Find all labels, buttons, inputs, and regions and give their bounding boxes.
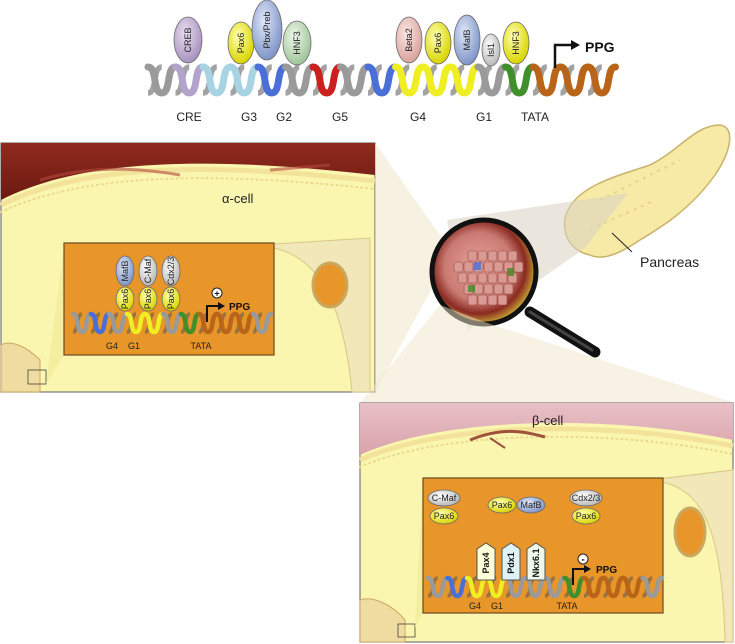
top-protein-creb: CREB — [173, 16, 203, 64]
beta-mafb: MafB — [516, 496, 546, 514]
beta-pair-cmaf-pax6-bottom: Pax6 — [429, 507, 459, 525]
alpha-gene-label: PPG — [229, 302, 250, 313]
beta-tss-arrow — [572, 568, 585, 585]
beta-pair-pax6-mafb: Pax6 MafB — [487, 496, 546, 514]
svg-text:Pdx1: Pdx1 — [506, 552, 516, 574]
svg-text:MafB: MafB — [462, 29, 472, 50]
beta-hex-nkx6-1: Nkx6.1 — [526, 542, 546, 581]
svg-text:Pax6: Pax6 — [434, 511, 455, 521]
top-tss-arrow — [553, 43, 573, 68]
alpha-element-tata: TATA — [191, 341, 212, 351]
svg-text:Isl1: Isl1 — [486, 43, 496, 57]
top-protein-beta2: Beta2 — [395, 16, 423, 64]
top-protein-mafb: MafB — [453, 14, 481, 66]
svg-text:MafB: MafB — [520, 500, 541, 510]
beta-minus-sign: - — [577, 553, 589, 566]
alpha-protein-cdx2-3: Cdx2/3 — [161, 255, 181, 287]
svg-text:+: + — [214, 289, 219, 299]
alpha-protein-c-maf: C-Maf — [138, 255, 158, 287]
alpha-element-g1: G1 — [128, 341, 140, 351]
svg-text:Pax6: Pax6 — [576, 511, 597, 521]
top-protein-isl1: Isl1 — [481, 33, 501, 67]
svg-text:Pax4: Pax4 — [481, 552, 491, 573]
top-protein-hnf3: HNF3 — [282, 20, 312, 66]
svg-text:HNF3: HNF3 — [292, 31, 302, 55]
top-element-cre: CRE — [176, 110, 201, 124]
alpha-cell-title: α-cell — [222, 191, 253, 206]
svg-text:Cdx2/3: Cdx2/3 — [572, 493, 601, 503]
top-protein-pax6: Pax6 — [424, 21, 452, 65]
magnifier-lens — [432, 220, 536, 324]
svg-text:Pax6: Pax6 — [143, 289, 153, 310]
svg-text:-: - — [581, 555, 584, 566]
alpha-element-labels: G4 G1 TATA — [106, 341, 212, 351]
alpha-dna-helix — [70, 311, 274, 335]
svg-text:Pax6: Pax6 — [236, 33, 246, 54]
pancreas-organ — [563, 124, 731, 258]
top-protein-pax6: Pax6 — [227, 21, 255, 65]
beta-pair-cdx-pax6-top: Cdx2/3 — [569, 489, 603, 507]
alpha-tss-arrow — [206, 305, 219, 322]
alpha-protein-pax6-3: Pax6 — [161, 286, 181, 312]
top-gene-label: PPG — [585, 39, 615, 55]
svg-text:Nkx6.1: Nkx6.1 — [531, 548, 541, 577]
svg-text:C-Maf: C-Maf — [143, 258, 153, 283]
beta-zoom-cone — [360, 305, 735, 403]
svg-text:Pax6: Pax6 — [492, 500, 513, 510]
beta-dna-helix — [425, 575, 665, 599]
alpha-protein-pax6-1: Pax6 — [115, 286, 135, 312]
top-element-tata: TATA — [521, 110, 549, 124]
beta-hex-pdx1: Pdx1 — [501, 542, 521, 581]
alpha-element-g4: G4 — [106, 341, 118, 351]
svg-text:Cdx2/3: Cdx2/3 — [166, 257, 176, 286]
svg-text:C-Maf: C-Maf — [432, 493, 457, 503]
svg-text:Beta2: Beta2 — [404, 28, 414, 52]
pancreas-label: Pancreas — [640, 254, 699, 270]
top-protein-hnf3: HNF3 — [502, 21, 530, 65]
svg-text:Pax6: Pax6 — [120, 289, 130, 310]
alpha-protein-mafb: MafB — [115, 255, 135, 287]
top-tss-arrowhead — [571, 40, 580, 50]
svg-text:Pax6: Pax6 — [433, 33, 443, 54]
beta-element-tata: TATA — [557, 601, 578, 611]
top-element-g5: G5 — [332, 110, 348, 124]
svg-text:Pax6: Pax6 — [166, 289, 176, 310]
top-element-labels: CRE G3 G2 G5 G4 G1 TATA — [176, 110, 549, 124]
beta-hex-pax4: Pax4 — [476, 542, 496, 581]
svg-text:HNF3: HNF3 — [511, 31, 521, 55]
top-dna-helix — [144, 63, 619, 97]
beta-pax6-left: Pax6 — [487, 496, 517, 514]
svg-text:CREB: CREB — [183, 27, 193, 52]
svg-text:Pbx/Preb: Pbx/Preb — [262, 11, 272, 48]
alpha-zoom-cone — [375, 143, 452, 392]
beta-cell-title: β-cell — [532, 413, 563, 428]
top-element-g1: G1 — [476, 110, 492, 124]
beta-element-labels: G4 G1 TATA — [469, 601, 578, 611]
magnifier — [429, 217, 601, 358]
beta-pair-cmaf-pax6-top: C-Maf — [427, 489, 461, 507]
top-protein-pbx-preb: Pbx/Preb — [251, 0, 283, 61]
alpha-protein-pax6-2: Pax6 — [138, 286, 158, 312]
alpha-plus-sign: + — [211, 287, 223, 299]
svg-text:MafB: MafB — [120, 260, 130, 281]
top-element-g3: G3 — [241, 110, 257, 124]
beta-pair-cdx-pax6-bottom: Pax6 — [571, 507, 601, 525]
beta-gene-label: PPG — [596, 565, 617, 576]
beta-element-g4: G4 — [469, 601, 481, 611]
top-element-g2: G2 — [276, 110, 292, 124]
pancreas-pointer — [611, 232, 633, 253]
beta-element-g1: G1 — [491, 601, 503, 611]
top-element-g4: G4 — [410, 110, 426, 124]
